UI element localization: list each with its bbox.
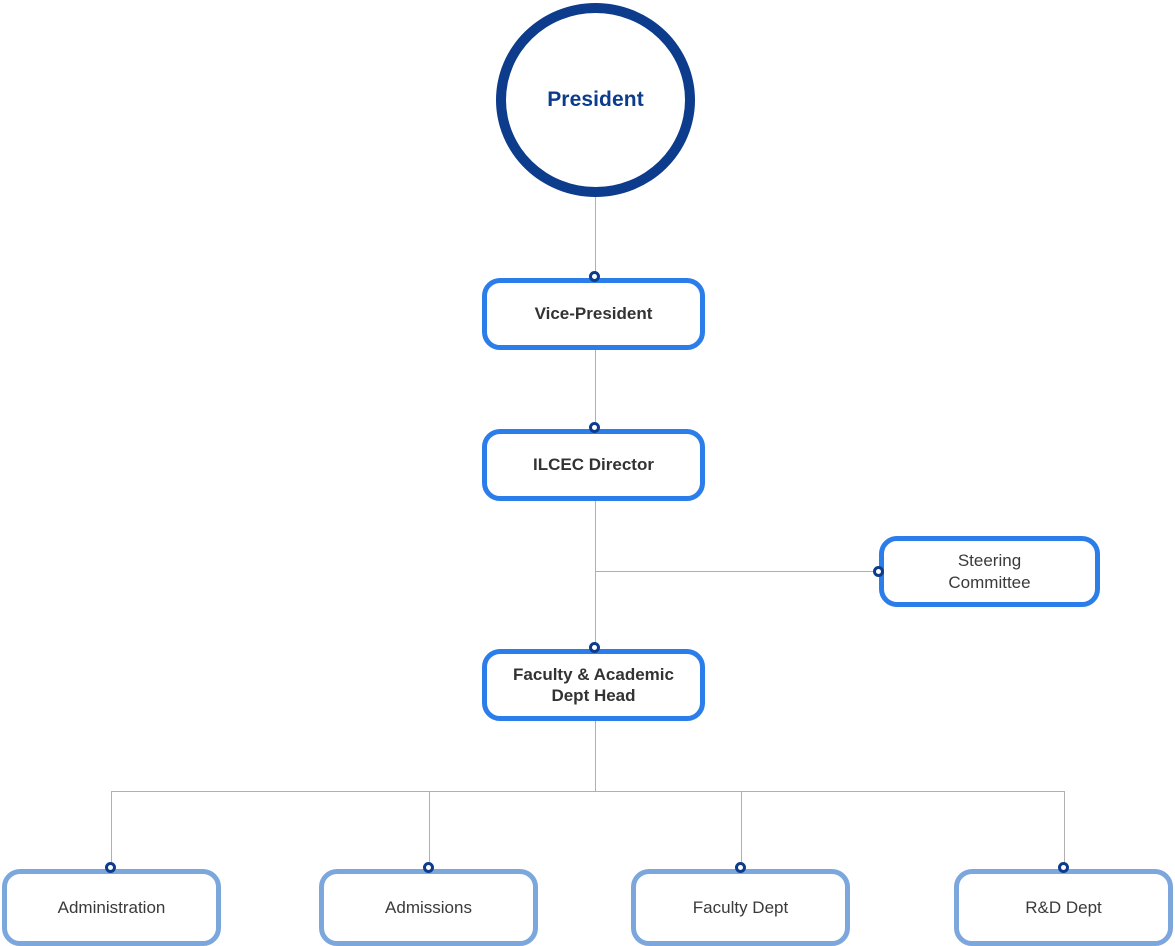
node-department-rd-dept-label: R&D Dept: [1025, 897, 1102, 917]
connector-drop-rd-dept: [1064, 791, 1065, 869]
connector-director-to-faculty-head: [595, 501, 596, 649]
connector-director-to-steering: [595, 571, 880, 572]
connector-president-to-vp: [595, 197, 596, 278]
connector-dot-rd-dept: [1058, 862, 1069, 873]
connector-faculty-head-trunk: [595, 721, 596, 791]
connector-dot-administration: [105, 862, 116, 873]
node-steering-committee[interactable]: Steering Committee: [879, 536, 1100, 607]
connector-department-bus: [111, 791, 1065, 792]
node-faculty-academic-dept-head[interactable]: Faculty & Academic Dept Head: [482, 649, 705, 721]
connector-dot-steering-committee: [873, 566, 884, 577]
node-ilcec-director-label: ILCEC Director: [533, 455, 654, 475]
node-steering-committee-label: Steering Committee: [948, 551, 1031, 592]
node-department-admissions[interactable]: Admissions: [319, 869, 538, 946]
node-vice-president[interactable]: Vice-President: [482, 278, 705, 350]
node-ilcec-director[interactable]: ILCEC Director: [482, 429, 705, 501]
node-department-administration[interactable]: Administration: [2, 869, 221, 946]
connector-dot-admissions: [423, 862, 434, 873]
node-faculty-academic-dept-head-label: Faculty & Academic Dept Head: [513, 664, 674, 705]
connector-dot-faculty-academic-dept-head: [589, 642, 600, 653]
node-department-rd-dept[interactable]: R&D Dept: [954, 869, 1173, 946]
node-department-administration-label: Administration: [57, 897, 166, 917]
connector-drop-administration: [111, 791, 112, 869]
node-department-faculty-dept[interactable]: Faculty Dept: [631, 869, 850, 946]
node-president-label: President: [547, 88, 644, 112]
node-department-faculty-dept-label: Faculty Dept: [692, 897, 789, 917]
node-president[interactable]: President: [496, 3, 695, 197]
node-vice-president-label: Vice-President: [534, 304, 653, 324]
connector-drop-admissions: [429, 791, 430, 869]
connector-drop-faculty-dept: [741, 791, 742, 869]
connector-dot-faculty-dept: [735, 862, 746, 873]
node-department-admissions-label: Admissions: [385, 897, 472, 917]
connector-vp-to-director: [595, 350, 596, 429]
connector-dot-vice-president: [589, 271, 600, 282]
connector-dot-ilcec-director: [589, 422, 600, 433]
